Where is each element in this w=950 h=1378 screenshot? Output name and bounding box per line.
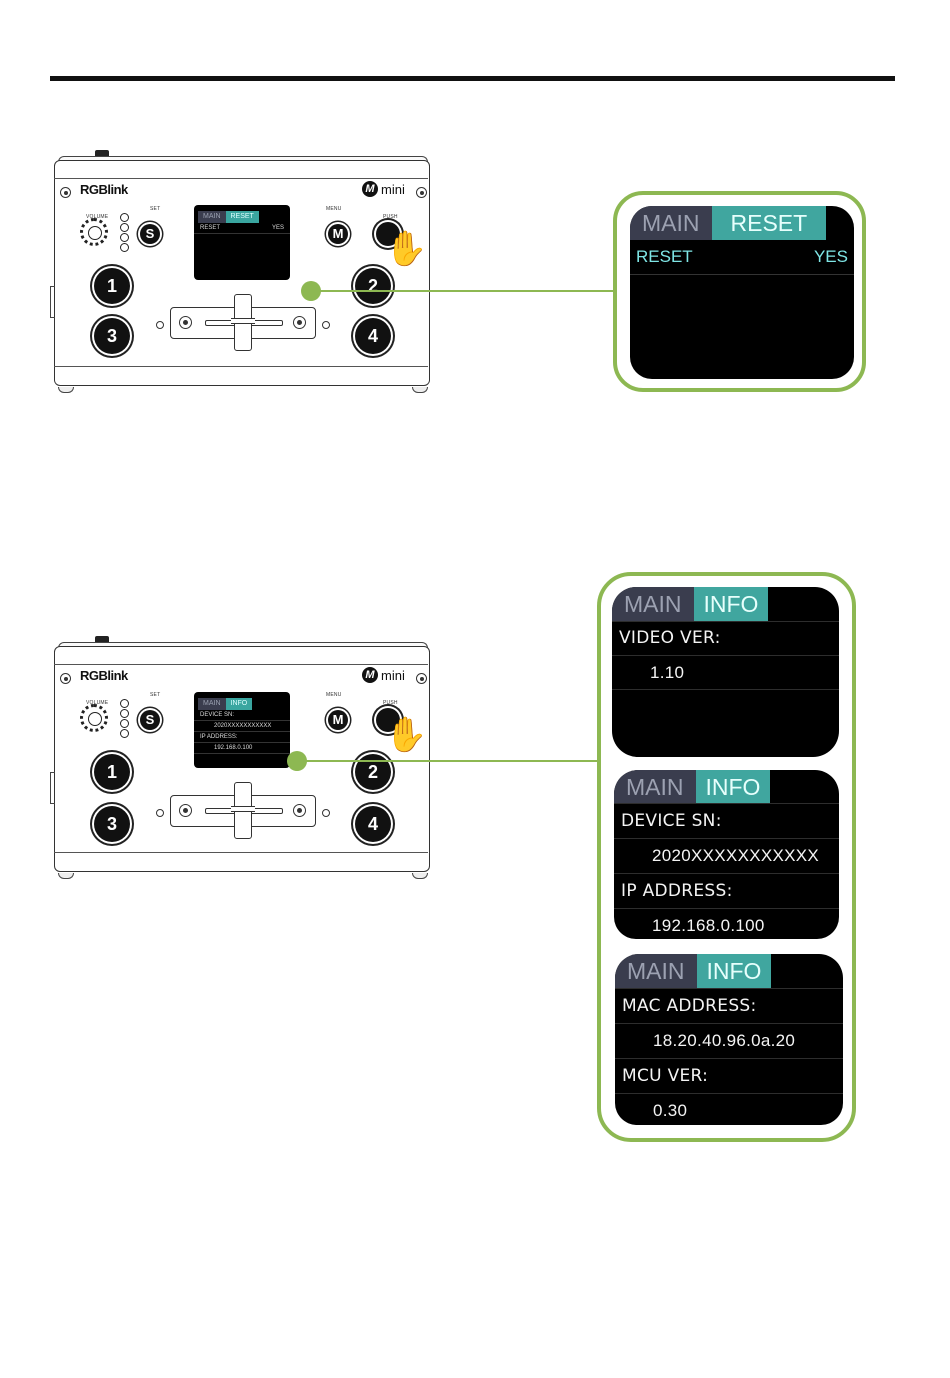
info-label: MCU VER:: [615, 1058, 843, 1093]
volume-knob[interactable]: [80, 704, 108, 732]
screw-icon: [416, 673, 427, 684]
header-rule: [50, 76, 895, 81]
power-knob: [95, 150, 109, 157]
screw-icon: [60, 673, 71, 684]
screw-icon: [60, 187, 71, 198]
info-panel-1: MAIN INFO VIDEO VER: 1.10: [612, 587, 839, 757]
lcd-tab-info: INFO: [225, 698, 253, 710]
brand-logo: RGBlink: [80, 182, 128, 197]
reset-panel: MAIN RESET RESET YES: [630, 206, 854, 379]
info-panel-2: MAIN INFO DEVICE SN: 2020XXXXXXXXXXX IP …: [614, 770, 839, 939]
channel-4-button[interactable]: 4: [355, 806, 391, 842]
tab-info: INFO: [695, 770, 771, 803]
reset-row: RESET YES: [630, 240, 854, 275]
brand-logo: RGBlink: [80, 668, 128, 683]
model-logo: M mini: [362, 181, 405, 197]
t-bar[interactable]: [170, 294, 316, 351]
tab-main: MAIN: [630, 206, 712, 240]
device-illustration-info: RGBlink M mini SET VOLUME MENU PUSH S M …: [50, 636, 434, 886]
pointing-hand-icon: ✋: [385, 716, 428, 754]
info-value: 0.30: [615, 1093, 843, 1125]
m-badge-icon: M: [362, 667, 378, 683]
volume-label: VOLUME: [86, 700, 109, 706]
channel-3-button[interactable]: 3: [94, 806, 130, 842]
t-bar-lever[interactable]: [231, 782, 255, 839]
volume-label: VOLUME: [86, 214, 109, 220]
power-knob: [95, 636, 109, 643]
tab-info: INFO: [696, 954, 772, 988]
device-lcd-info: MAIN INFO DEVICE SN: 2020XXXXXXXXXXX IP …: [194, 692, 290, 768]
tab-main: MAIN: [614, 770, 696, 803]
tab-main: MAIN: [615, 954, 697, 988]
tab-info: INFO: [693, 587, 769, 621]
info-value: 1.10: [612, 655, 839, 689]
info-label: DEVICE SN:: [614, 803, 839, 838]
channel-2-button[interactable]: 2: [355, 268, 391, 304]
set-button[interactable]: S: [140, 224, 160, 244]
menu-button[interactable]: M: [328, 224, 348, 244]
t-bar[interactable]: [170, 782, 316, 839]
lcd-tab-main: MAIN: [198, 211, 226, 223]
info-value: 18.20.40.96.0a.20: [615, 1023, 843, 1058]
lcd-tab-reset: RESET: [225, 211, 259, 223]
led-indicators: [120, 213, 129, 252]
set-label: SET: [150, 206, 161, 212]
info-label: VIDEO VER:: [612, 621, 839, 655]
volume-knob[interactable]: [80, 218, 108, 246]
channel-1-button[interactable]: 1: [94, 754, 130, 790]
lcd-tab-main: MAIN: [198, 698, 226, 710]
tab-main: MAIN: [612, 587, 694, 621]
push-label: PUSH: [383, 700, 398, 706]
info-label: IP ADDRESS:: [614, 873, 839, 908]
channel-3-button[interactable]: 3: [94, 318, 130, 354]
m-badge-icon: M: [362, 181, 378, 197]
tab-reset: RESET: [711, 206, 827, 240]
set-label: SET: [150, 692, 161, 698]
pointing-hand-icon: ✋: [385, 230, 428, 268]
info-value: 192.168.0.100: [614, 908, 839, 939]
set-button[interactable]: S: [140, 710, 160, 730]
callout-line: [311, 290, 617, 292]
led-indicators: [120, 699, 129, 738]
info-panel-3: MAIN INFO MAC ADDRESS: 18.20.40.96.0a.20…: [615, 954, 843, 1125]
menu-label: MENU: [326, 692, 342, 698]
t-bar-lever[interactable]: [231, 294, 255, 351]
info-label: MAC ADDRESS:: [615, 988, 843, 1023]
push-knob[interactable]: [376, 708, 400, 732]
info-value: 2020XXXXXXXXXXX: [614, 838, 839, 873]
menu-button[interactable]: M: [328, 710, 348, 730]
callout-line: [297, 760, 601, 762]
screw-icon: [416, 187, 427, 198]
push-knob[interactable]: [376, 222, 400, 246]
push-label: PUSH: [383, 214, 398, 220]
menu-label: MENU: [326, 206, 342, 212]
channel-1-button[interactable]: 1: [94, 268, 130, 304]
channel-4-button[interactable]: 4: [355, 318, 391, 354]
model-logo: M mini: [362, 667, 405, 683]
device-illustration-reset: RGBlink M mini SET VOLUME MENU PUSH S M …: [50, 150, 434, 400]
device-lcd-reset: MAIN RESET RESET YES: [194, 205, 290, 280]
lcd-reset-row: RESET YES: [194, 223, 290, 234]
